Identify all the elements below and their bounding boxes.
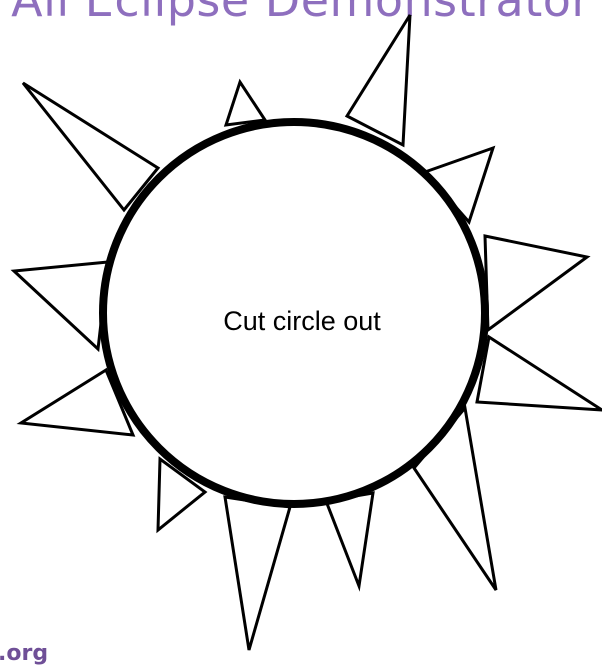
- sun-ray-right-lower: [477, 337, 602, 410]
- cut-circle-label: Cut circle out: [170, 299, 434, 343]
- sun-ray-bottom-center-right: [326, 493, 373, 586]
- sun-ray-right-middle: [485, 236, 587, 330]
- sun-ray-bottom-center-left: [225, 497, 290, 650]
- footer-url-fragment: .org: [0, 641, 48, 667]
- sun-ray-top-right: [347, 15, 410, 145]
- sun-ray-top-small: [226, 82, 265, 125]
- sun-ray-left-upper: [14, 262, 108, 349]
- sun-ray-top-left: [23, 83, 158, 210]
